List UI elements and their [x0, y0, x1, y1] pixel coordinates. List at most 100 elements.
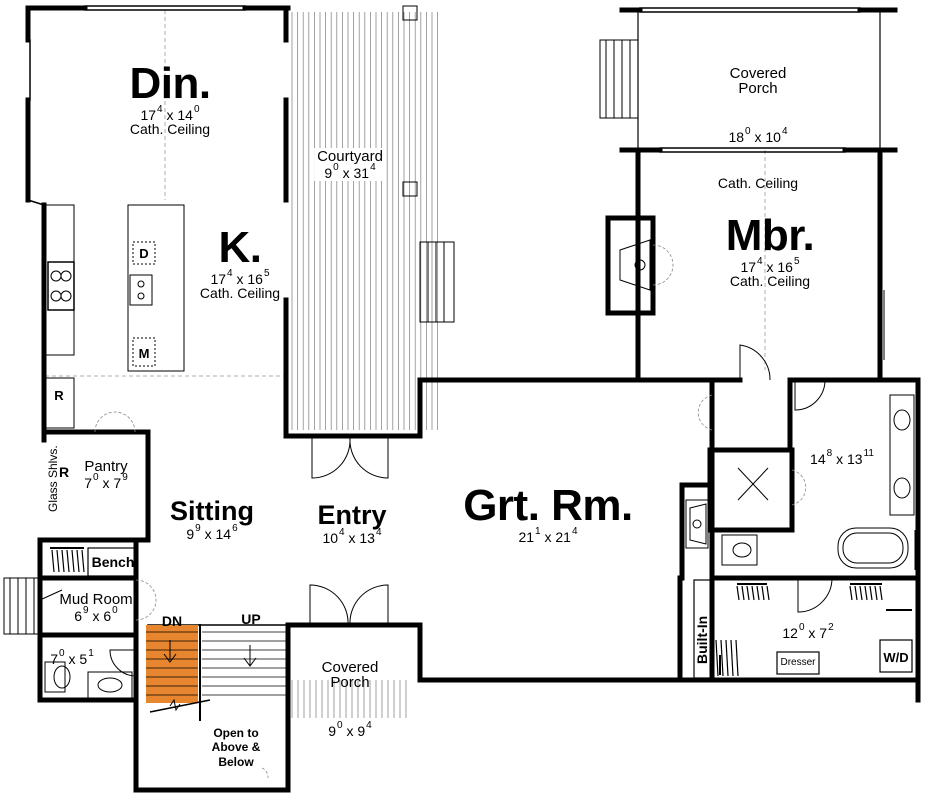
- room-name: Mud Room: [59, 591, 133, 608]
- dashed-lines: [45, 10, 766, 377]
- hanger-mark: [56, 549, 60, 573]
- room-great-room: Grt. Rm. 211 x 214: [463, 481, 633, 545]
- stair-arrows: [149, 640, 257, 713]
- closet-hangers: [50, 547, 912, 675]
- hanger-mark: [874, 585, 878, 601]
- fireplaces: [619, 239, 709, 549]
- dresser-label: Dresser: [780, 657, 816, 668]
- hanger-mark: [81, 549, 85, 573]
- washer-dryer-label: W/D: [883, 650, 909, 665]
- hanger-mark: [66, 549, 70, 573]
- dishwasher-label: D: [139, 246, 149, 261]
- room-name: Din.: [129, 59, 211, 108]
- hanger-mark: [725, 639, 729, 677]
- pantry-fridge-label: R: [58, 464, 70, 480]
- doors: [39, 344, 833, 677]
- room-name: Entry: [317, 500, 387, 530]
- room-dims: 174 x 165: [740, 256, 800, 275]
- room-name: Grt. Rm.: [463, 481, 633, 530]
- room-note: Cath. Ceiling: [729, 273, 811, 289]
- kitchen-fixtures: [45, 204, 185, 429]
- hanger-mark: [849, 585, 853, 601]
- hanger-mark: [746, 585, 750, 601]
- room-covered-porch-top: Covered Porch 180 x 104 Cath. Ceiling: [718, 34, 798, 222]
- hanger-mark: [715, 639, 719, 677]
- room-pantry: Pantry 70 x 79: [84, 459, 128, 490]
- room-dims: 104 x 134: [322, 527, 382, 546]
- microwave-label: M: [138, 346, 150, 361]
- courtyard-deck: [291, 12, 439, 430]
- hanger-mark: [720, 639, 724, 677]
- room-dims: 180 x 104: [728, 126, 788, 145]
- stair-up-label: UP: [241, 611, 261, 627]
- front-porch-deck: [291, 680, 407, 718]
- room-note: Cath. Ceiling: [199, 285, 281, 301]
- room-closet: 120 x 72: [782, 622, 834, 641]
- hanger-mark: [766, 585, 770, 601]
- room-name: Pantry: [84, 458, 128, 475]
- porch-steps: [402, 5, 639, 323]
- stair-down-label: DN: [161, 613, 183, 629]
- room-courtyard: Courtyard 90 x 314: [314, 148, 386, 181]
- built-in-label: Built-In: [694, 615, 710, 664]
- windows: [470, 290, 921, 570]
- room-entry: Entry 104 x 134: [317, 500, 387, 546]
- bath-fixtures: [44, 394, 915, 699]
- room-half-bath: 70 x 51: [50, 648, 94, 667]
- room-name: Courtyard: [317, 148, 383, 165]
- open-to-above-below-label: Open to Above & Below: [211, 726, 261, 769]
- room-dims: 70 x 79: [84, 472, 128, 491]
- room-dims: 90 x 314: [324, 162, 376, 181]
- hanger-mark: [51, 549, 55, 573]
- bench-label: Bench: [91, 554, 135, 570]
- room-master-bath: 148 x 1311: [810, 448, 874, 467]
- room-master-bedroom: Mbr. 174 x 165 Cath. Ceiling: [725, 211, 815, 289]
- room-note: Cath. Ceiling: [129, 121, 211, 137]
- room-sitting: Sitting 99 x 146: [170, 496, 254, 542]
- furniture-boxes: [87, 547, 913, 679]
- hanger-mark: [879, 585, 883, 601]
- hanger-mark: [756, 585, 760, 601]
- glass-shelves-label: Glass Shlvs.: [46, 445, 60, 512]
- closet-rods: [51, 549, 883, 677]
- room-dims: 70 x 51: [50, 648, 94, 667]
- hanger-mark: [61, 549, 65, 573]
- room-dims: 174 x 165: [210, 268, 270, 287]
- room-note: Cath. Ceiling: [717, 175, 799, 191]
- room-name: K.: [218, 223, 263, 272]
- room-name: Covered Porch: [321, 659, 379, 691]
- hanger-mark: [71, 549, 75, 573]
- hanger-mark: [854, 585, 858, 601]
- room-dims: 148 x 1311: [810, 448, 874, 467]
- room-dims: 120 x 72: [782, 622, 834, 641]
- room-name: Mbr.: [725, 211, 815, 260]
- hanger-mark: [730, 639, 734, 677]
- room-kitchen: K. 174 x 165 Cath. Ceiling: [199, 223, 281, 301]
- hanger-mark: [741, 585, 745, 601]
- room-mud-room: Mud Room 69 x 60: [59, 592, 132, 623]
- hanger-mark: [751, 585, 755, 601]
- room-dims: 69 x 60: [74, 605, 118, 624]
- hanger-mark: [761, 585, 765, 601]
- door-swings: [94, 244, 807, 779]
- room-dining: Din. 174 x 140 Cath. Ceiling: [129, 59, 211, 137]
- hanger-mark: [76, 549, 80, 573]
- room-name: Covered Porch: [729, 65, 787, 97]
- room-dims: 211 x 214: [518, 526, 578, 545]
- room-dims: 90 x 94: [328, 720, 372, 739]
- side-steps-left: [3, 577, 41, 635]
- hanger-mark: [869, 585, 873, 601]
- stair-highlight: [146, 625, 198, 703]
- room-covered-porch-front: Covered Porch 90 x 94: [322, 628, 379, 770]
- stair-treads: [146, 631, 286, 696]
- kitchen-fridge-label: R: [54, 388, 64, 403]
- hanger-mark: [736, 585, 740, 601]
- room-name: Sitting: [170, 496, 254, 526]
- hanger-mark: [864, 585, 868, 601]
- hanger-mark: [859, 585, 863, 601]
- hanger-mark: [735, 639, 739, 677]
- room-dims: 174 x 140: [140, 104, 200, 123]
- room-dims: 99 x 146: [186, 523, 238, 542]
